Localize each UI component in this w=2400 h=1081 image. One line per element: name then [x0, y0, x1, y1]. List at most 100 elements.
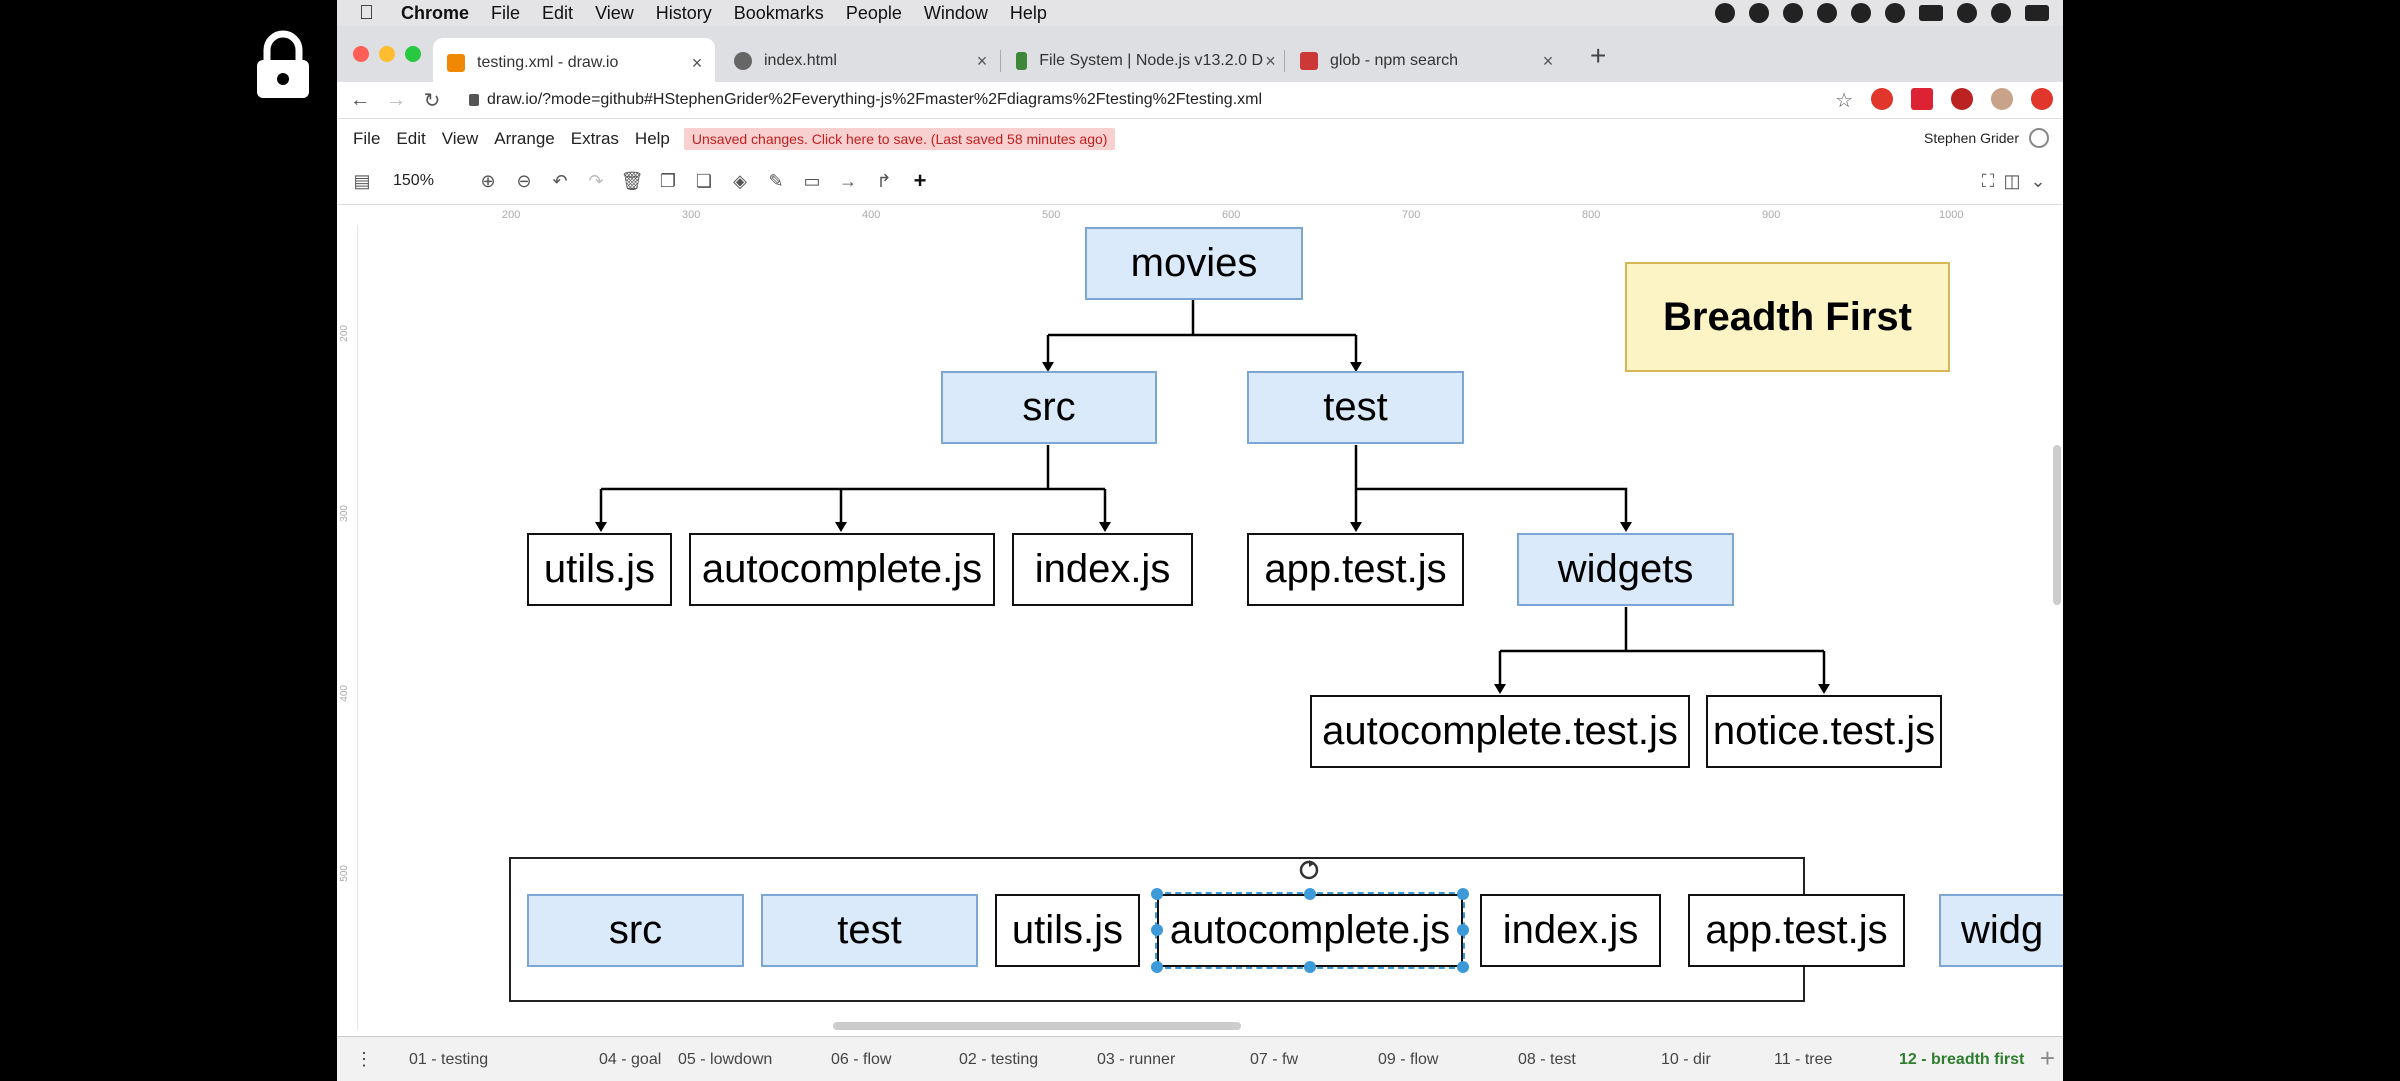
menu-bookmarks[interactable]: Bookmarks — [733, 2, 824, 23]
delete-icon[interactable]: 🗑 — [620, 170, 644, 191]
menu-edit[interactable]: Edit — [542, 2, 574, 23]
resize-handle[interactable] — [1457, 888, 1469, 900]
resize-handle[interactable] — [1457, 924, 1469, 936]
close-tab-icon[interactable]: × — [1542, 50, 1554, 71]
resize-handle[interactable] — [1151, 961, 1163, 973]
minimize-window-button[interactable] — [379, 46, 395, 62]
drawio-menu-view[interactable]: View — [441, 129, 479, 148]
drawio-menu-edit[interactable]: Edit — [396, 129, 426, 148]
queue-item-app-test-js[interactable]: app.test.js — [1688, 894, 1905, 967]
tab-node-fs[interactable]: File System | Node.js v13.2.0 D × — [1002, 38, 1285, 84]
node-notice-test-js[interactable]: notice.test.js — [1706, 695, 1942, 768]
wifi-icon[interactable] — [1885, 3, 1905, 23]
menu-people[interactable]: People — [845, 2, 902, 23]
battery-icon[interactable] — [1919, 5, 1943, 21]
collapse-icon[interactable]: ⌄ — [2030, 170, 2046, 191]
fullscreen-icon[interactable]: ⛶ — [1981, 170, 1995, 191]
drawio-menu-help[interactable]: Help — [634, 129, 670, 148]
drawio-menu-file[interactable]: File — [353, 129, 381, 148]
apple-icon[interactable]:  — [359, 2, 381, 25]
resize-handle[interactable] — [1304, 888, 1316, 900]
node-utils-js[interactable]: utils.js — [527, 533, 672, 606]
close-window-button[interactable] — [353, 46, 369, 62]
new-tab-icon[interactable]: + — [1590, 40, 1607, 71]
zoom-out-icon[interactable]: ⊖ — [516, 170, 532, 191]
forward-icon[interactable]: → — [386, 88, 406, 111]
page-tab[interactable]: 06 - flow — [831, 1051, 892, 1068]
close-tab-icon[interactable]: × — [691, 52, 703, 73]
back-icon[interactable]: ← — [350, 88, 370, 111]
queue-item-widgets[interactable]: widg — [1939, 894, 2063, 967]
vertical-scrollbar[interactable] — [2053, 445, 2061, 605]
edge-src-children[interactable] — [599, 445, 1107, 522]
user-name[interactable]: Stephen Grider — [1924, 130, 2019, 146]
zoom-select[interactable]: 150% — [393, 172, 434, 189]
search-icon[interactable] — [1957, 3, 1977, 23]
page-tab[interactable]: 03 - runner — [1097, 1051, 1176, 1068]
page-tab[interactable]: 08 - test — [1518, 1051, 1576, 1068]
queue-item-autocomplete-js[interactable]: autocomplete.js — [1155, 892, 1465, 969]
menu-help[interactable]: Help — [1009, 2, 1047, 23]
queue-item-utils-js[interactable]: utils.js — [995, 894, 1140, 967]
close-tab-icon[interactable]: × — [976, 50, 988, 71]
node-autocomplete-test-js[interactable]: autocomplete.test.js — [1310, 695, 1690, 768]
tab-index-html[interactable]: index.html × — [720, 38, 1001, 84]
format-panel-icon[interactable]: ▤ — [353, 170, 371, 191]
node-movies[interactable]: movies — [1085, 227, 1303, 300]
pages-menu-icon[interactable]: ⋮ — [355, 1049, 373, 1069]
close-tab-icon[interactable]: × — [1265, 50, 1276, 71]
resize-handle[interactable] — [1304, 961, 1316, 973]
queue-item-src[interactable]: src — [527, 894, 744, 967]
url-field[interactable]: draw.io/?mode=github#HStephenGrider%2Fev… — [469, 91, 1262, 109]
extension-icon[interactable] — [1871, 88, 1893, 110]
queue-item-test[interactable]: test — [761, 894, 978, 967]
page-tab[interactable]: 01 - testing — [409, 1051, 489, 1068]
node-src[interactable]: src — [941, 371, 1157, 444]
insert-icon[interactable]: + — [913, 168, 927, 193]
menu-history[interactable]: History — [655, 2, 712, 23]
page-tab[interactable]: 02 - testing — [959, 1051, 1039, 1068]
bookmark-star-icon[interactable]: ☆ — [1835, 90, 1853, 112]
extension-icon[interactable] — [1911, 88, 1933, 110]
fill-color-icon[interactable]: ◈ — [733, 170, 747, 191]
redo-icon[interactable]: ↷ — [588, 170, 604, 191]
zoom-window-button[interactable] — [405, 46, 421, 62]
node-autocomplete-js[interactable]: autocomplete.js — [689, 533, 995, 606]
reload-icon[interactable]: ↻ — [423, 89, 441, 112]
page-tab[interactable]: 09 - flow — [1378, 1051, 1439, 1068]
record-icon[interactable] — [1715, 3, 1735, 23]
elephant-icon[interactable] — [1783, 3, 1803, 23]
menu-file[interactable]: File — [491, 2, 521, 23]
page-tab[interactable]: 07 - fw — [1250, 1051, 1299, 1068]
notification-list-icon[interactable] — [2025, 5, 2049, 21]
extension-icon[interactable] — [2031, 88, 2053, 110]
tab-npm-glob[interactable]: glob - npm search × — [1286, 38, 1566, 84]
edge-movies-children[interactable] — [1046, 300, 1358, 362]
tab-drawio[interactable]: testing.xml - draw.io × — [433, 38, 715, 88]
cloud-icon[interactable] — [1851, 3, 1871, 23]
node-test[interactable]: test — [1247, 371, 1464, 444]
shadow-icon[interactable]: ▭ — [803, 170, 821, 191]
menu-view[interactable]: View — [595, 2, 634, 23]
resize-handle[interactable] — [1457, 961, 1469, 973]
add-page-icon[interactable]: + — [2039, 1043, 2055, 1073]
globe-icon[interactable] — [2029, 128, 2049, 148]
profile-avatar[interactable] — [1991, 88, 2013, 110]
hand-icon[interactable] — [1749, 3, 1769, 23]
waypoints-icon[interactable]: ↱ — [876, 170, 892, 191]
drawio-menu-extras[interactable]: Extras — [570, 129, 619, 148]
glasses-icon[interactable] — [1817, 3, 1837, 23]
node-index-js[interactable]: index.js — [1012, 533, 1193, 606]
format-toggle-icon[interactable]: ◫ — [2003, 170, 2021, 191]
connection-icon[interactable]: → — [839, 170, 857, 191]
line-color-icon[interactable]: ✎ — [768, 170, 784, 191]
resize-handle[interactable] — [1151, 924, 1163, 936]
unsaved-changes-banner[interactable]: Unsaved changes. Click here to save. (La… — [683, 128, 1116, 150]
page-tab[interactable]: 04 - goal — [599, 1051, 662, 1068]
zoom-in-icon[interactable]: ⊕ — [480, 170, 496, 191]
page-tab-active[interactable]: 12 - breadth first — [1899, 1051, 2025, 1068]
siri-icon[interactable] — [1991, 3, 2011, 23]
menu-window[interactable]: Window — [923, 2, 988, 23]
to-front-icon[interactable]: ❐ — [659, 170, 677, 191]
page-tab[interactable]: 11 - tree — [1774, 1051, 1833, 1068]
